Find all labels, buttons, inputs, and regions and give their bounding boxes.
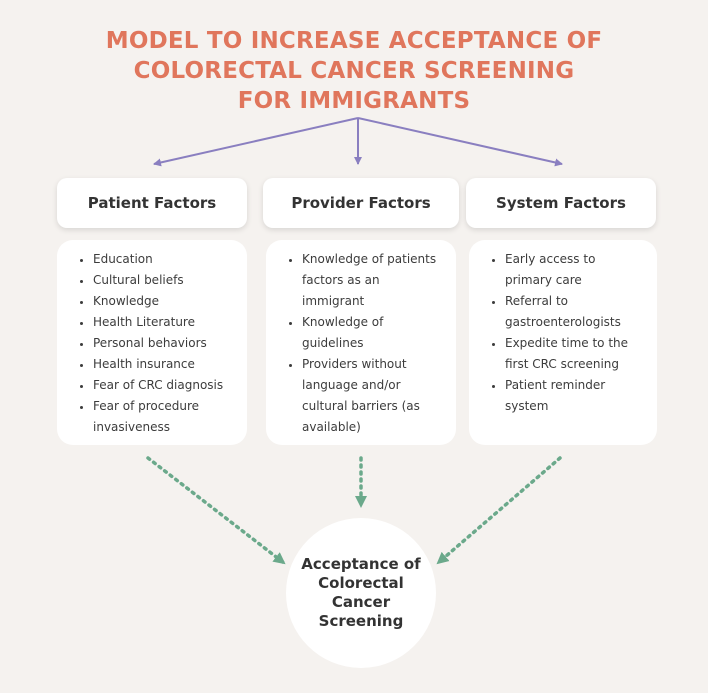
outcome-line-2: Colorectal (318, 574, 404, 592)
list-item: Fear of procedure invasiveness (93, 396, 235, 438)
provider-factors-header: Provider Factors (263, 178, 459, 228)
list-item: Expedite time to the first CRC screening (505, 333, 645, 375)
list-item: Health Literature (93, 312, 235, 333)
system-factors-title: System Factors (496, 194, 626, 212)
list-item: Cultural beliefs (93, 270, 235, 291)
system-factors-list: Early access to primary care Referral to… (469, 240, 657, 445)
outcome-line-4: Screening (318, 612, 404, 630)
list-item: Fear of CRC diagnosis (93, 375, 235, 396)
system-factors-header: System Factors (466, 178, 656, 228)
list-item: Health insurance (93, 354, 235, 375)
title-line-3: FOR IMMIGRANTS (237, 88, 471, 114)
list-item: Personal behaviors (93, 333, 235, 354)
list-item: Providers without language and/or cultur… (302, 354, 444, 438)
top-branch-arrows (153, 117, 563, 167)
provider-factors-title: Provider Factors (291, 194, 431, 212)
title-line-1: MODEL TO INCREASE ACCEPTANCE OF (105, 28, 603, 54)
title-line-2: COLORECTAL CANCER SCREENING (133, 58, 575, 84)
list-item: Education (93, 249, 235, 270)
diagram-title: MODEL TO INCREASE ACCEPTANCE OF COLORECT… (0, 26, 708, 116)
outcome-line-3: Cancer (331, 593, 391, 611)
list-item: Patient reminder system (505, 375, 645, 417)
list-item: Knowledge (93, 291, 235, 312)
list-item: Early access to primary care (505, 249, 645, 291)
patient-factors-header: Patient Factors (57, 178, 247, 228)
list-item: Knowledge of guidelines (302, 312, 444, 354)
patient-factors-list: Education Cultural beliefs Knowledge Hea… (57, 240, 247, 445)
outcome-circle: Acceptance of Colorectal Cancer Screenin… (286, 518, 436, 668)
list-item: Knowledge of patients factors as an immi… (302, 249, 444, 312)
list-item: Referral to gastroenterologists (505, 291, 645, 333)
arrow-to-system-factors (357, 117, 563, 167)
arrow-patient-to-outcome (146, 456, 286, 565)
bottom-converging-arrows (146, 456, 562, 565)
provider-factors-list: Knowledge of patients factors as an immi… (266, 240, 456, 445)
arrow-to-patient-factors (153, 117, 359, 167)
arrow-system-to-outcome (436, 456, 562, 565)
patient-factors-title: Patient Factors (87, 194, 217, 212)
outcome-line-1: Acceptance of (301, 555, 421, 573)
